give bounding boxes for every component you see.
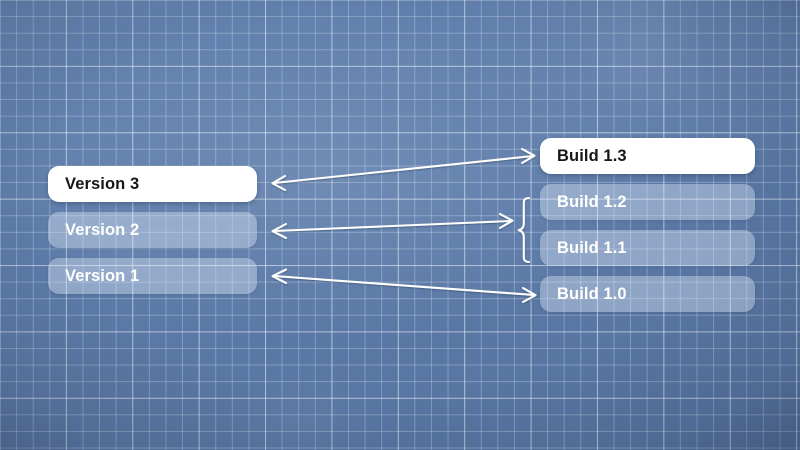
build-box-label: Build 1.0 [557,284,627,303]
version-box-label: Version 2 [65,220,140,239]
version-box-label: Version 3 [65,174,140,193]
build-box-build-1-0[interactable]: Build 1.0 [540,276,755,312]
build-box-label: Build 1.1 [557,238,627,257]
build-box-build-1-2[interactable]: Build 1.2 [540,184,755,220]
build-box-build-1-3[interactable]: Build 1.3 [540,138,755,174]
version-box-version-1[interactable]: Version 1 [48,258,257,294]
build-box-build-1-1[interactable]: Build 1.1 [540,230,755,266]
version-box-version-3[interactable]: Version 3 [48,166,257,202]
version-box-version-2[interactable]: Version 2 [48,212,257,248]
build-box-label: Build 1.2 [557,192,627,211]
build-box-label: Build 1.3 [557,146,627,165]
version-box-label: Version 1 [65,266,140,285]
